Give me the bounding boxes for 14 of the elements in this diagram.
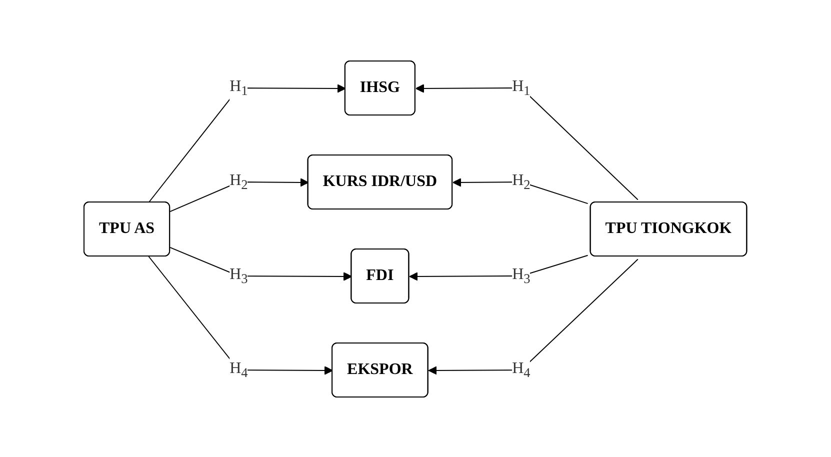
- edge-label: H$_{1}$: [230, 77, 248, 98]
- edge-label: H$_{3}$: [512, 265, 530, 286]
- arrow: [148, 84, 346, 202]
- edge-label: H$_{3}$: [230, 265, 248, 286]
- arrow: [409, 254, 588, 280]
- arrow: [170, 246, 352, 280]
- arrow: [428, 258, 639, 374]
- edge-label: H$_{2}$: [230, 171, 248, 192]
- arrow: [416, 84, 639, 200]
- edge-label: H$_{4}$: [230, 359, 248, 380]
- arrow: [148, 256, 334, 374]
- edge-label: H$_{1}$: [512, 77, 530, 98]
- edge-label: H$_{4}$: [512, 359, 530, 380]
- edge-label: H$_{2}$: [512, 171, 530, 192]
